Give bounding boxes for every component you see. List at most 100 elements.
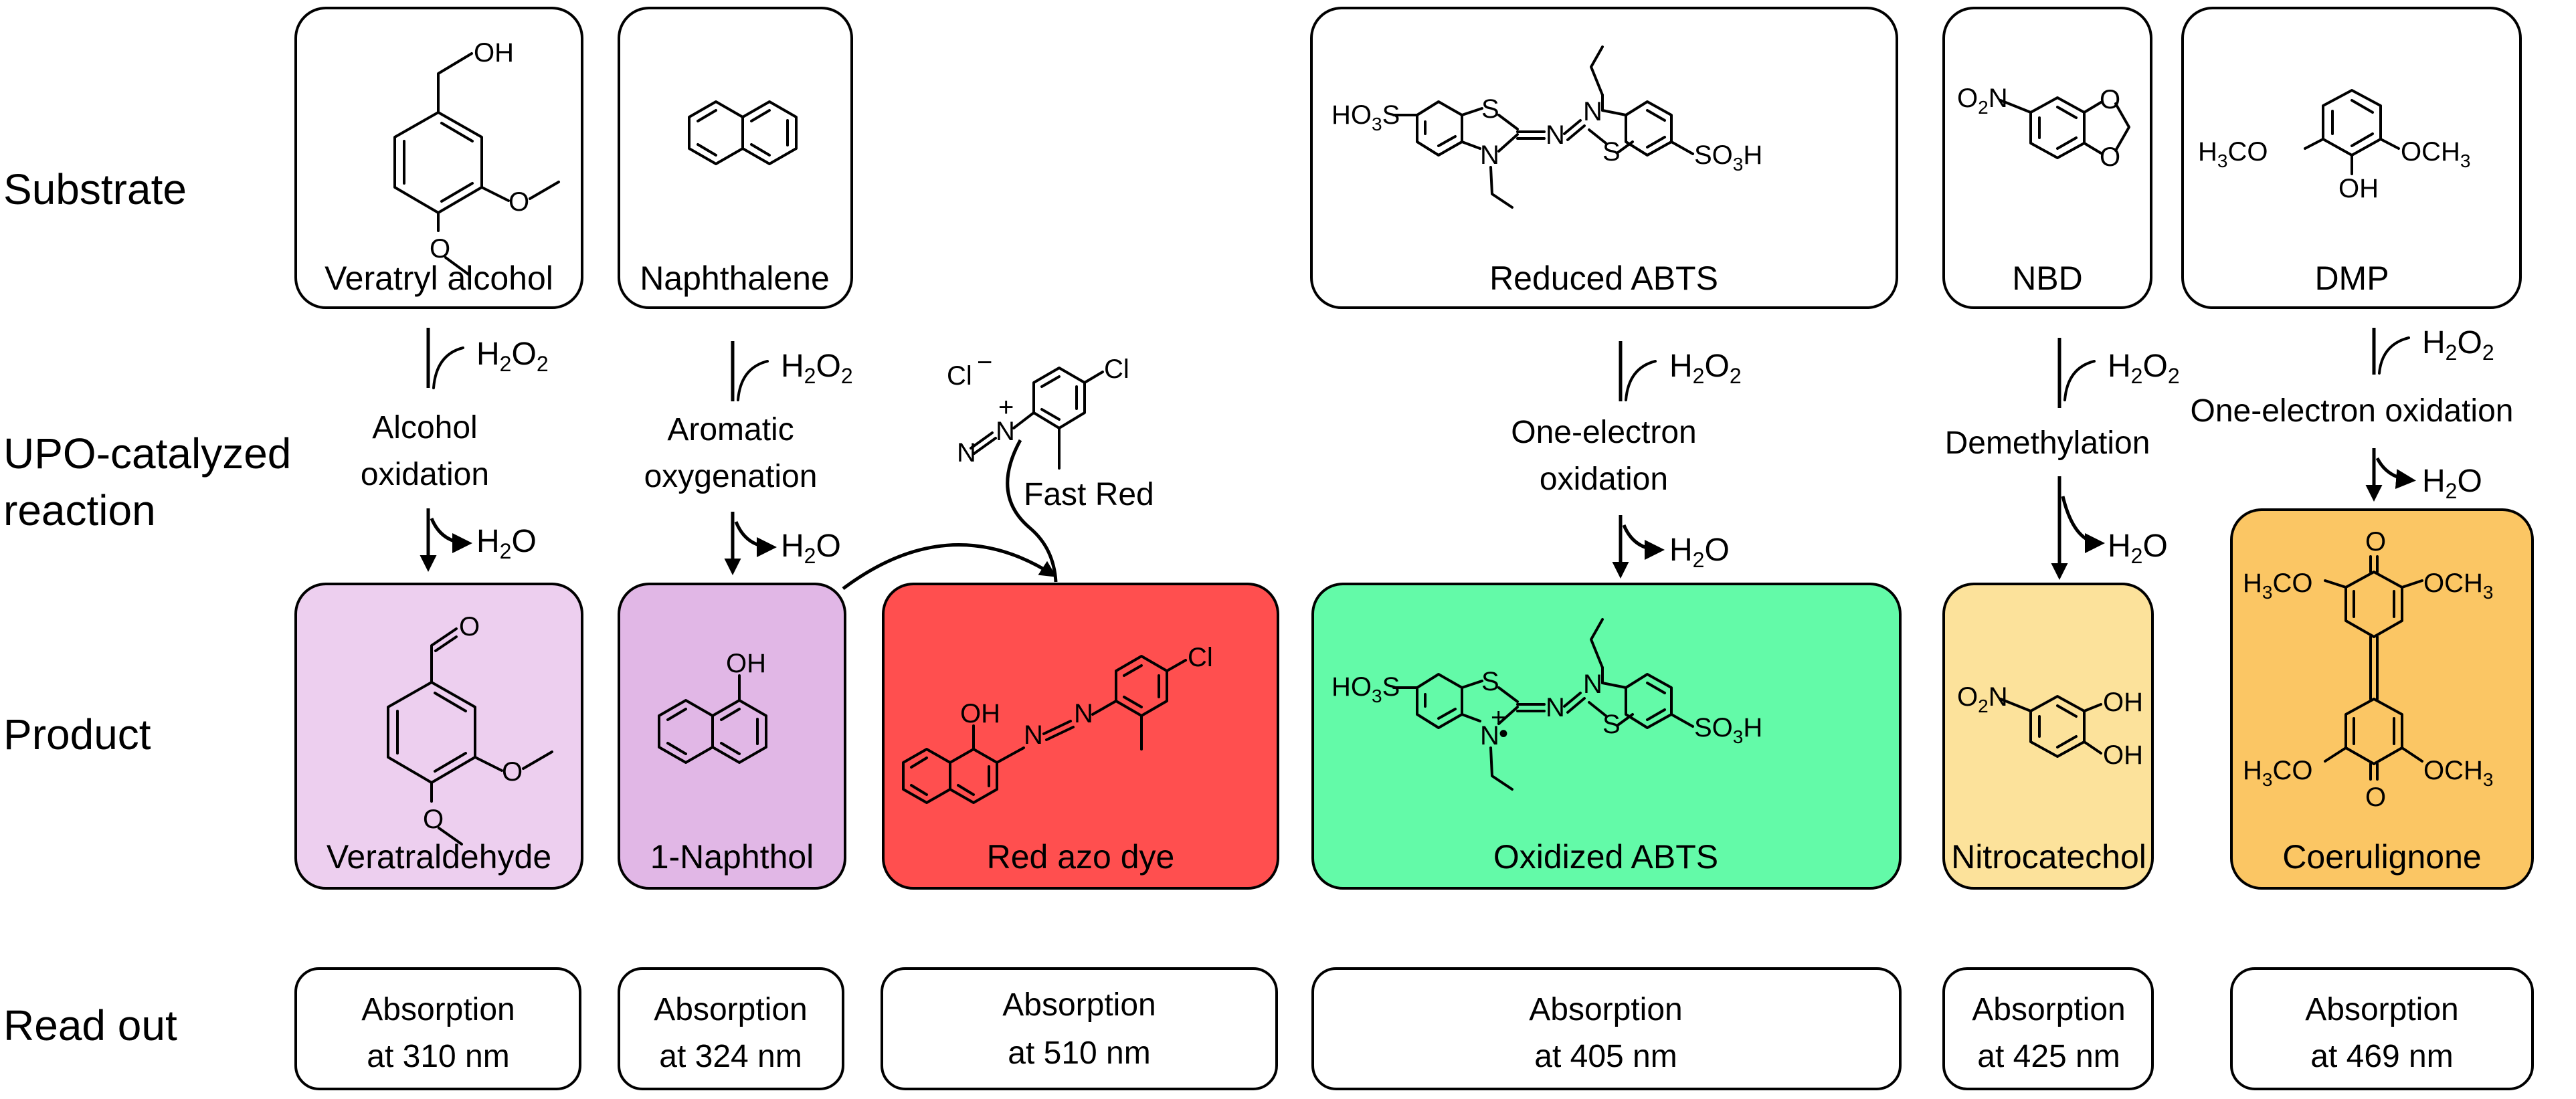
svg-text:H2O: H2O xyxy=(2422,464,2482,503)
svg-text:OCH3: OCH3 xyxy=(2423,756,2493,790)
substrate-label: Naphthalene xyxy=(640,260,830,297)
substrate-label: Reduced ABTS xyxy=(1489,260,1718,297)
svg-text:H2O2: H2O2 xyxy=(1669,348,1742,388)
svg-text:Aromatic: Aromatic xyxy=(667,412,794,447)
svg-text:O: O xyxy=(2365,783,2386,812)
product-label: Red azo dye xyxy=(987,838,1175,876)
svg-text:Absorption: Absorption xyxy=(1002,987,1156,1023)
svg-text:HO3S: HO3S xyxy=(1331,100,1400,134)
svg-text:O: O xyxy=(2365,527,2386,557)
svg-text:at 324 nm: at 324 nm xyxy=(659,1039,802,1074)
substrate-reduced-abts: HO3S S N N N S SO3H Reduced ABTS xyxy=(1310,7,1898,309)
svg-text:S: S xyxy=(1481,667,1499,696)
readout-405: Absorption at 405 nm xyxy=(1311,967,1902,1090)
svg-text:H2O2: H2O2 xyxy=(781,348,853,388)
svg-text:at 469 nm: at 469 nm xyxy=(2310,1039,2453,1074)
svg-text:Absorption: Absorption xyxy=(1972,992,2125,1027)
svg-text:N: N xyxy=(1024,720,1043,750)
svg-text:N: N xyxy=(1583,670,1602,699)
readout-510: Absorption at 510 nm xyxy=(881,967,1278,1090)
svg-text:OH: OH xyxy=(2338,174,2379,203)
svg-text:N: N xyxy=(1480,721,1499,751)
svg-text:Absorption: Absorption xyxy=(1529,992,1682,1027)
product-veratraldehyde: O O O Veratraldehyde xyxy=(294,583,583,890)
svg-text:O: O xyxy=(2100,85,2120,114)
svg-text:oxygenation: oxygenation xyxy=(644,459,818,494)
svg-text:H2O: H2O xyxy=(1669,532,1730,572)
readout-324: Absorption at 324 nm xyxy=(618,967,844,1090)
product-coerulignone: O H3CO OCH3 H3CO OCH3 O Coerulignone xyxy=(2230,508,2534,890)
svg-text:at 405 nm: at 405 nm xyxy=(1534,1039,1677,1074)
row-label-substrate: Substrate xyxy=(3,165,187,213)
svg-text:Absorption: Absorption xyxy=(654,992,807,1027)
svg-text:oxidation: oxidation xyxy=(361,457,489,492)
svg-text:N: N xyxy=(1546,693,1565,722)
substrate-label: DMP xyxy=(2314,260,2389,297)
svg-text:at 425 nm: at 425 nm xyxy=(1977,1039,2120,1074)
svg-text:Absorption: Absorption xyxy=(361,992,515,1027)
svg-text:N: N xyxy=(1074,699,1093,728)
svg-text:H2O2: H2O2 xyxy=(2108,348,2180,388)
reaction-col-2: H2O2 Aromatic oxygenation H2O xyxy=(644,341,853,575)
svg-text:•: • xyxy=(1499,719,1508,748)
svg-text:Fast Red: Fast Red xyxy=(1024,477,1154,512)
row-label-product: Product xyxy=(3,710,151,759)
svg-text:One-electron oxidation: One-electron oxidation xyxy=(2191,393,2514,429)
svg-text:oxidation: oxidation xyxy=(1540,462,1668,497)
svg-text:Cl: Cl xyxy=(1104,355,1129,384)
svg-text:H3CO: H3CO xyxy=(2198,137,2268,171)
substrate-label: NBD xyxy=(2012,260,2083,297)
substrate-naphthalene: Naphthalene xyxy=(618,7,853,309)
svg-text:H3CO: H3CO xyxy=(2243,756,2312,790)
readout-310: Absorption at 310 nm xyxy=(294,967,581,1090)
svg-text:SO3H: SO3H xyxy=(1694,713,1762,747)
svg-text:Demethylation: Demethylation xyxy=(1945,425,2150,461)
svg-text:N: N xyxy=(996,417,1015,446)
reagent-fast-red: Cl − N N + Cl Fast Red xyxy=(842,348,1154,591)
row-label-reaction-1: UPO-catalyzed xyxy=(3,429,291,478)
product-nitrocatechol: O2N OH OH Nitrocatechol xyxy=(1942,583,2154,890)
substrate-dmp: H3CO OCH3 OH DMP xyxy=(2181,7,2522,309)
substrate-veratryl-alcohol: OH O O Veratryl alcohol xyxy=(294,7,583,309)
product-label: Coerulignone xyxy=(2282,838,2481,876)
svg-text:H2O: H2O xyxy=(2108,528,2168,568)
product-oxidized-abts: HO3S S N + • N N S SO3H Oxidized ABTS xyxy=(1311,583,1902,890)
reaction-col-5: H2O2 Demethylation H2O xyxy=(1945,338,2180,580)
product-label: Nitrocatechol xyxy=(1951,838,2146,876)
svg-text:OH: OH xyxy=(2103,740,2143,770)
substrate-label: Veratryl alcohol xyxy=(325,260,553,297)
svg-text:OCH3: OCH3 xyxy=(2401,137,2470,171)
svg-text:SO3H: SO3H xyxy=(1694,140,1762,175)
row-label-reaction-2: reaction xyxy=(3,486,156,534)
readout-469: Absorption at 469 nm xyxy=(2230,967,2534,1090)
svg-text:+: + xyxy=(998,393,1014,422)
svg-text:OH: OH xyxy=(726,649,766,678)
svg-text:O: O xyxy=(502,757,523,787)
svg-text:at 310 nm: at 310 nm xyxy=(367,1039,509,1074)
product-label: Oxidized ABTS xyxy=(1493,838,1718,876)
svg-text:N: N xyxy=(957,438,976,468)
svg-text:HO3S: HO3S xyxy=(1331,672,1400,706)
svg-text:N: N xyxy=(1583,97,1602,126)
svg-text:S: S xyxy=(1481,94,1499,124)
svg-text:Alcohol: Alcohol xyxy=(372,410,477,445)
svg-text:O: O xyxy=(509,187,529,217)
readout-425: Absorption at 425 nm xyxy=(1942,967,2154,1090)
svg-text:OCH3: OCH3 xyxy=(2423,569,2493,603)
svg-text:H3CO: H3CO xyxy=(2243,569,2312,603)
svg-text:at 510 nm: at 510 nm xyxy=(1008,1035,1150,1071)
svg-text:H2O2: H2O2 xyxy=(476,336,549,376)
svg-text:One-electron: One-electron xyxy=(1511,415,1696,450)
product-label: 1-Naphthol xyxy=(650,838,814,876)
svg-text:Cl: Cl xyxy=(947,361,972,391)
reaction-col-6: H2O2 One-electron oxidation H2O xyxy=(2191,325,2514,503)
product-red-azo-dye: OH N N Cl Red azo dye xyxy=(882,583,1279,890)
svg-text:Absorption: Absorption xyxy=(2305,992,2458,1027)
svg-text:−: − xyxy=(977,348,992,377)
svg-text:H2O: H2O xyxy=(476,524,537,563)
svg-text:H2O: H2O xyxy=(781,528,841,568)
svg-text:O: O xyxy=(459,612,480,641)
svg-text:OH: OH xyxy=(474,38,514,68)
row-label-readout: Read out xyxy=(3,1001,177,1050)
